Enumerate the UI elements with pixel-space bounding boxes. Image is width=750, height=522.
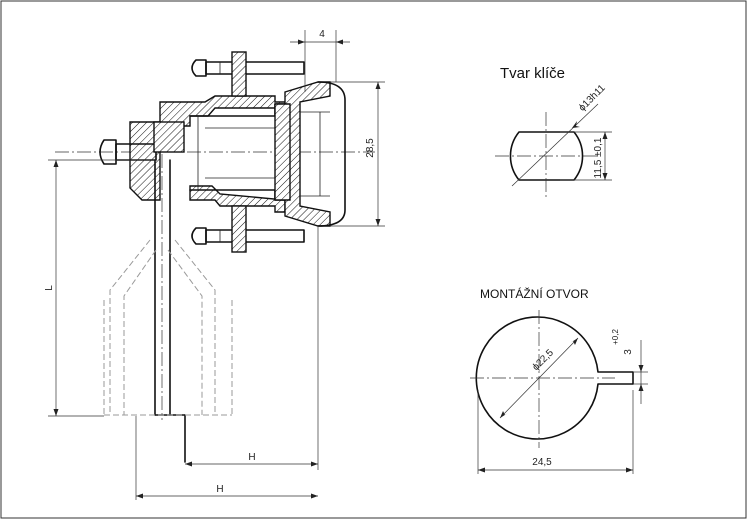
cam-tongue: [154, 159, 186, 463]
dim-height-text: 28,5: [365, 138, 376, 158]
upper-screw: [191, 51, 305, 97]
mount-diameter-dim: ϕ22,5: [530, 347, 556, 373]
mount-width-dim: 24,5: [532, 457, 552, 468]
main-section-view: 4 28,5 L H: [44, 29, 385, 500]
key-flat-dim: 11,5 ±0,1: [593, 137, 604, 178]
dim-h-upper: H: [185, 226, 319, 470]
front-flange: [284, 81, 331, 227]
mount-notch-dim: 3: [623, 349, 634, 355]
inner-sleeve: [274, 103, 291, 201]
dim-length-text: L: [44, 285, 55, 291]
mount-view-title: MONTÁŽNÍ OTVOR: [480, 286, 589, 301]
key-view-title: Tvar klíče: [500, 65, 565, 82]
dim-h-lower: H: [135, 416, 318, 500]
housing-lower: [189, 185, 286, 213]
mounting-hole-view: MONTÁŽNÍ OTVOR ϕ22,5 24,5 3 +0,2: [470, 286, 648, 474]
dim-top-text: 4: [319, 29, 325, 40]
dim-length: L: [44, 159, 156, 417]
lower-screw: [191, 205, 305, 253]
dim-h-upper-text: H: [248, 452, 255, 463]
dim-top: 4: [290, 29, 350, 92]
cam-phantom-positions: [103, 239, 233, 416]
dim-height: 28,5: [330, 81, 385, 227]
key-shape-view: Tvar klíče 11,5 ±0,1 ϕ13h11: [495, 65, 612, 200]
mount-notch-tol: +0,2: [611, 329, 620, 345]
dim-h-lower-text: H: [216, 484, 223, 495]
flange-outline: [317, 81, 346, 227]
mount-hole-profile: [475, 316, 634, 440]
